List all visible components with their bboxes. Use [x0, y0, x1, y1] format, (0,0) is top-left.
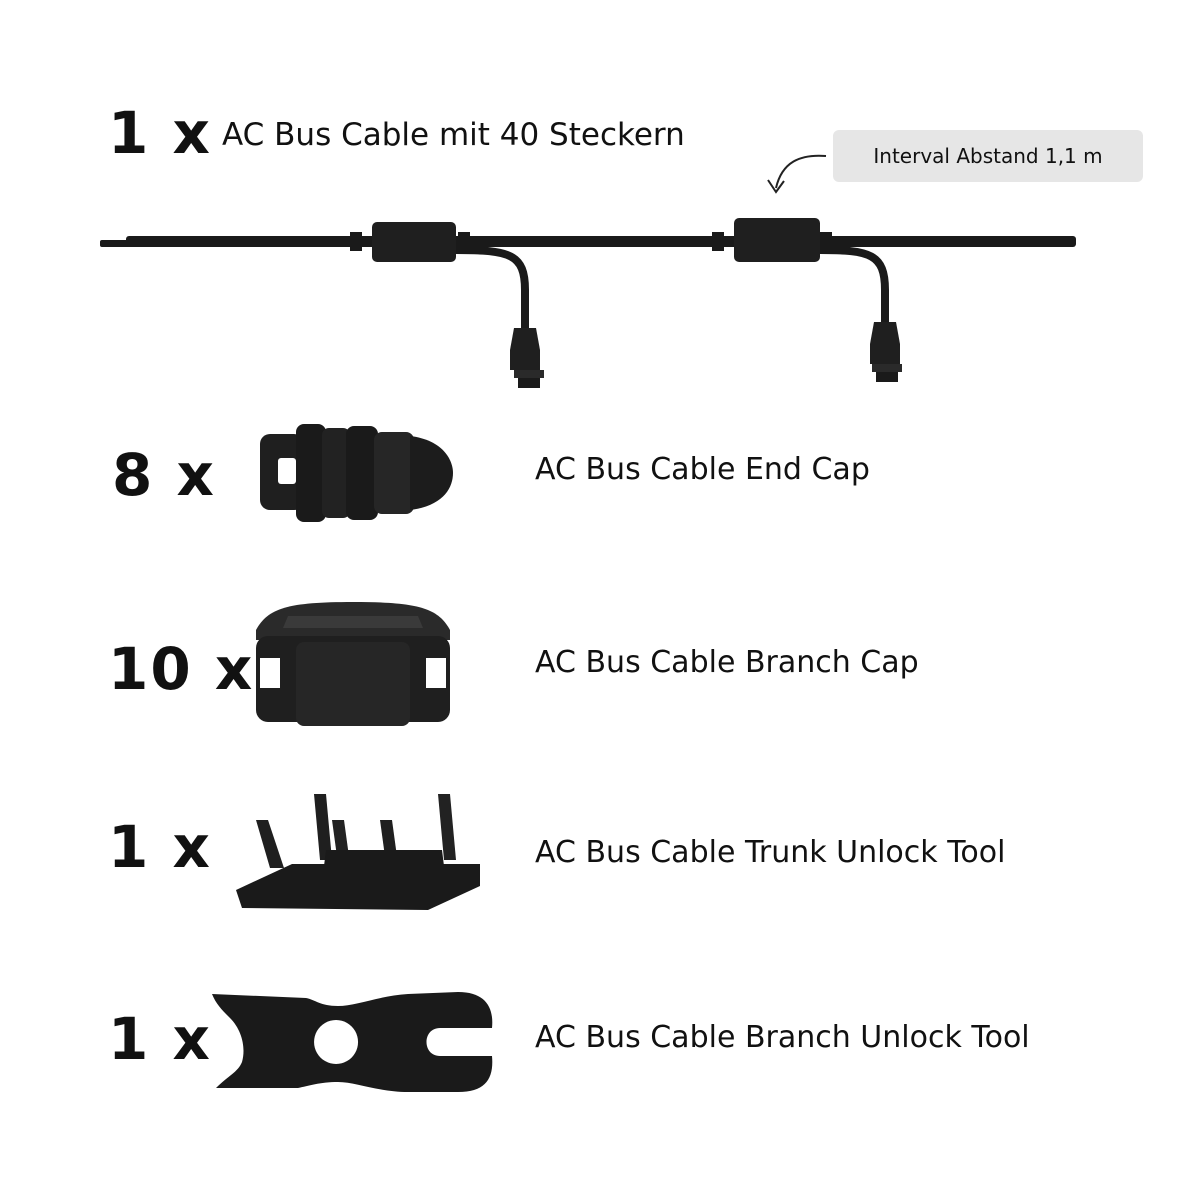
quantity-cable: 1 x [108, 99, 212, 167]
branch-cap-image [256, 602, 450, 726]
end-cap-image [260, 424, 453, 522]
interval-note: Interval Abstand 1,1 m [833, 130, 1143, 182]
interval-note-text: Interval Abstand 1,1 m [873, 144, 1103, 168]
quantity-end-cap: 8 x [112, 441, 216, 509]
ac-bus-cable-image [100, 218, 1076, 388]
quantity-branch-cap: 10 x [108, 635, 255, 703]
branch-unlock-tool-image [212, 992, 493, 1092]
label-branch-cap: AC Bus Cable Branch Cap [535, 645, 919, 680]
label-cable: AC Bus Cable mit 40 Steckern [222, 117, 685, 153]
label-branch-unlock-tool: AC Bus Cable Branch Unlock Tool [535, 1020, 1030, 1055]
quantity-trunk-unlock-tool: 1 x [108, 813, 212, 881]
quantity-branch-unlock-tool: 1 x [108, 1005, 212, 1073]
label-end-cap: AC Bus Cable End Cap [535, 452, 870, 487]
label-trunk-unlock-tool: AC Bus Cable Trunk Unlock Tool [535, 835, 1006, 870]
trunk-unlock-tool-image [236, 794, 480, 910]
arrow-icon [767, 154, 827, 194]
